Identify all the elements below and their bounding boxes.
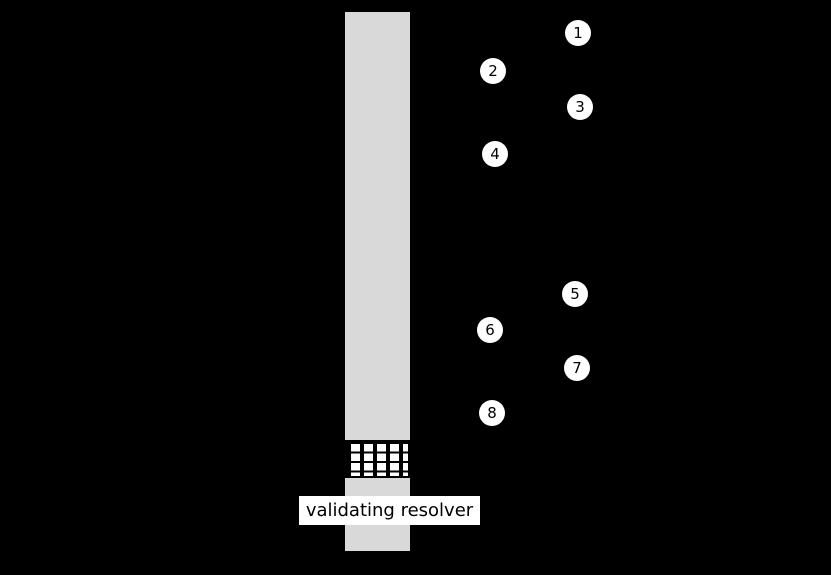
step-marker-4: 4 [482, 141, 508, 167]
resolver-label-text: validating resolver [305, 499, 474, 521]
step-marker-3: 3 [567, 94, 593, 120]
step-marker-7: 7 [564, 355, 590, 381]
step-marker-1: 1 [565, 20, 591, 46]
step-marker-8: 8 [479, 400, 505, 426]
step-marker-6: 6 [477, 317, 503, 343]
step-marker-5: 5 [562, 281, 588, 307]
step-marker-2: 2 [480, 58, 506, 84]
hatched-grid-block [345, 440, 410, 478]
resolver-label: validating resolver [299, 496, 480, 525]
